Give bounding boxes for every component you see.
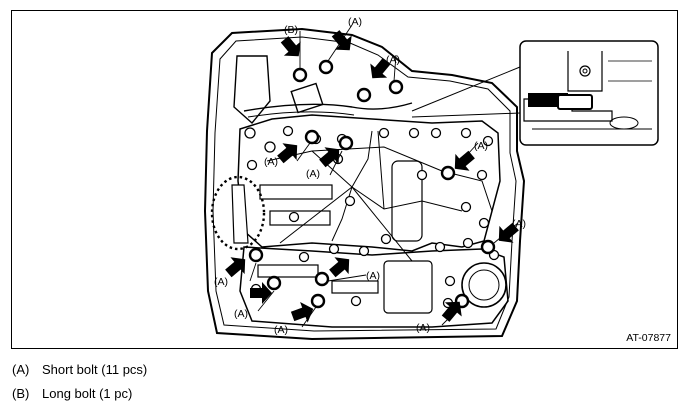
arrow: [319, 147, 340, 168]
long-bolt-body: [231, 184, 249, 244]
valve-body-upper: [237, 114, 501, 252]
arrow: [370, 58, 391, 79]
accumulator-inner: [468, 269, 500, 301]
callout-label-a: (A): [234, 308, 248, 320]
callout-label-a: (A): [366, 270, 380, 282]
arrow: [331, 30, 352, 51]
valve-body-lower: [239, 246, 509, 328]
valve-body-diagram: (B) (A) (A) (A) (A) (A) (A) (A) (A) (A) …: [203, 16, 659, 341]
arrow: [225, 257, 246, 278]
callout-label-a: (A): [348, 16, 362, 28]
accumulator-bore: [461, 262, 507, 308]
arrows: [225, 30, 519, 323]
callout-label-a: (A): [274, 324, 288, 336]
long-bolt-highlight: [210, 175, 266, 251]
legend-text-b: Long bolt (1 pc): [42, 386, 133, 401]
arrow: [280, 36, 301, 57]
target-bolts: [248, 59, 496, 309]
arrow: [329, 257, 350, 278]
figure-frame: (B) (A) (A) (A) (A) (A) (A) (A) (A) (A) …: [11, 10, 678, 349]
solenoid-connector: [233, 55, 271, 125]
callout-label-a: (A): [386, 54, 400, 66]
callout-label-a: (A): [214, 276, 228, 288]
harness-wire: [243, 102, 413, 112]
legend-item-b: (B) Long bolt (1 pc): [12, 386, 132, 401]
legend-key-b: (B): [12, 386, 30, 401]
callout-label-a: (A): [264, 156, 278, 168]
leader-lines: [249, 24, 519, 328]
figure-code: AT-07877: [626, 332, 671, 344]
legend-item-a: (A) Short bolt (11 pcs): [12, 362, 147, 377]
callout-label-a: (A): [474, 140, 488, 152]
arrow: [290, 301, 314, 323]
callout-label-a: (A): [306, 168, 320, 180]
oil-passage-lines: [266, 130, 493, 262]
transmission-case-outline: [203, 27, 526, 341]
arrow: [454, 150, 475, 171]
harness-clip: [290, 82, 324, 114]
legend-key-a: (A): [12, 362, 30, 377]
spool-bores: [257, 160, 433, 314]
legend-text-a: Short bolt (11 pcs): [42, 362, 148, 377]
callout-label-a: (A): [416, 322, 430, 334]
callout-label-a: (A): [512, 218, 526, 230]
arrow: [498, 222, 519, 243]
inset-detail-view: [411, 40, 659, 146]
harness-wire-2: [247, 111, 355, 118]
arrow: [441, 301, 462, 322]
case-inner-outline: [212, 36, 517, 332]
callout-label-b: (B): [284, 24, 298, 36]
arrow: [250, 282, 272, 304]
arrow: [277, 143, 298, 164]
